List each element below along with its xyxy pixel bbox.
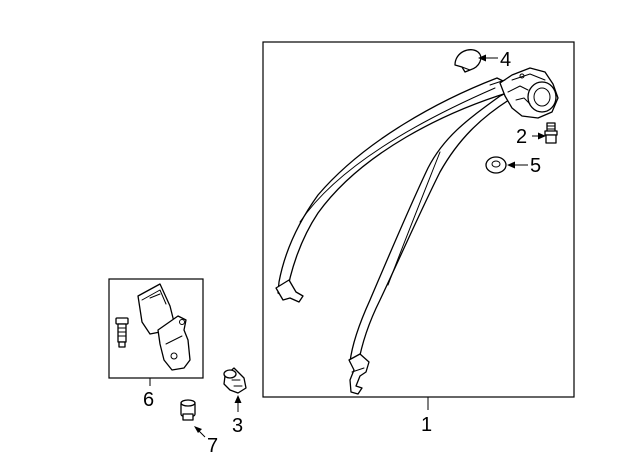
callout-4: 4	[500, 49, 511, 71]
callout-6: 6	[143, 389, 154, 411]
callout-5: 5	[530, 155, 541, 177]
seat-belt-assembly-icon	[275, 67, 559, 395]
cover-cap-icon	[454, 49, 482, 73]
callout-7: 7	[207, 435, 218, 457]
buckle-bolt-icon	[115, 317, 129, 348]
buckle-assembly-icon	[137, 283, 191, 371]
bushing-icon	[180, 399, 196, 421]
seat-belt-assembly-box	[262, 41, 575, 398]
callout-3: 3	[232, 415, 243, 437]
retractor-bolt-icon	[544, 122, 558, 144]
callout-1: 1	[421, 414, 432, 436]
callout-2: 2	[516, 126, 527, 148]
anchor-nut-icon	[223, 367, 247, 394]
buckle-assembly-box	[108, 278, 204, 379]
washer-icon	[485, 156, 507, 174]
